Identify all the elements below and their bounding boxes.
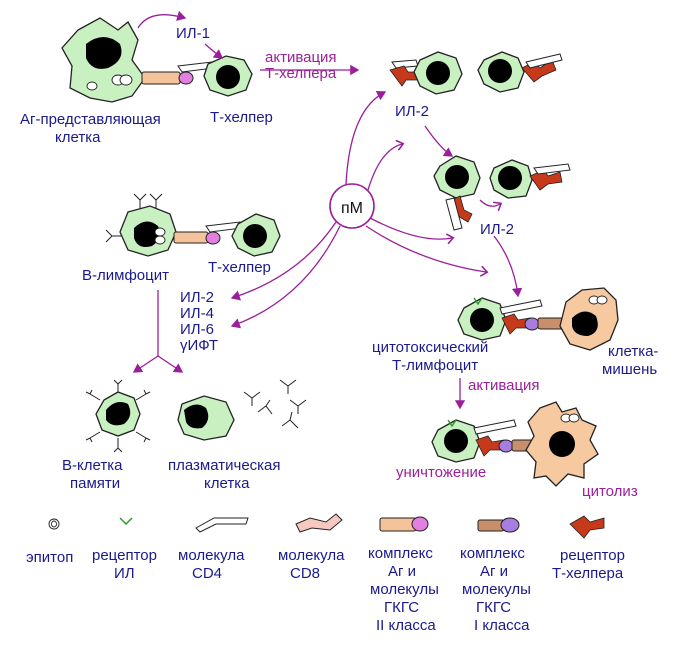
arrow-il2-to-ctl bbox=[493, 235, 523, 298]
activation-ctl-label: активация bbox=[468, 377, 540, 394]
cd4-icon bbox=[195, 517, 249, 533]
apc-label: Аг-представляющая клетка bbox=[20, 111, 165, 146]
epitope-icon bbox=[560, 413, 580, 423]
epitope-icon bbox=[86, 81, 98, 91]
macrophage-label: пМ bbox=[341, 200, 363, 217]
th-receptor-icon bbox=[569, 515, 605, 539]
mhc2-complex-mid bbox=[173, 231, 221, 245]
epitope-icon bbox=[111, 74, 133, 86]
arrow-il1-thelper bbox=[204, 43, 224, 59]
epitope-icon bbox=[154, 227, 166, 245]
target-cell bbox=[559, 287, 619, 351]
b-memory-cell bbox=[85, 379, 151, 453]
arrow-apc-il1 bbox=[137, 10, 187, 29]
b-lymphocyte-label: В-лимфоцит bbox=[82, 267, 169, 284]
t-helper-cell-top bbox=[203, 55, 253, 97]
legend-label: комплекс Аг и молекулы ГКГС I класса bbox=[460, 545, 535, 634]
ctl-cell bbox=[457, 297, 507, 341]
arrow-m-to-cytokines-2 bbox=[230, 225, 341, 329]
macrophage: пМ bbox=[329, 183, 375, 229]
arrow-m-to-cytokines-1 bbox=[230, 221, 337, 301]
il-receptor-icon bbox=[473, 297, 483, 306]
epitope-icon bbox=[48, 518, 60, 530]
b-memory-label: В-клетка памяти bbox=[62, 457, 127, 492]
plasma-cell-label: плазматическая клетка bbox=[168, 457, 285, 492]
il2-top-label: ИЛ-2 bbox=[395, 103, 429, 120]
legend-label: рецептор Т-хелпера bbox=[552, 547, 629, 582]
legend-label: молекула CD8 bbox=[278, 547, 349, 582]
legend-cd8: молекула CD8 bbox=[278, 513, 349, 582]
arrow-il2-to-mid-thelper bbox=[424, 125, 454, 157]
b-lymphocyte-cell bbox=[105, 193, 177, 257]
mhc2-complex-top bbox=[141, 71, 194, 85]
destruction-label: уничтожение bbox=[396, 464, 486, 481]
il1-label: ИЛ-1 bbox=[176, 25, 210, 42]
legend-label: комплекс Аг и молекулы ГКГС II класса bbox=[368, 545, 443, 634]
mhc2-complex-icon bbox=[379, 516, 429, 532]
cytokines-label: ИЛ-2 ИЛ-4 ИЛ-6 γИФТ bbox=[180, 289, 218, 354]
arrow-il2-loop bbox=[479, 199, 500, 206]
t-helper-mid-label: Т-хелпер bbox=[208, 259, 271, 276]
activated-thelper-2 bbox=[477, 51, 563, 93]
activated-thelper-1 bbox=[389, 51, 463, 95]
cytolysis-label: цитолиз bbox=[582, 483, 638, 500]
legend-label: рецептор ИЛ bbox=[92, 547, 161, 582]
free-antibodies bbox=[243, 379, 307, 429]
legend-mhc2-complex: комплекс Аг и молекулы ГКГС II класса bbox=[368, 516, 443, 634]
arrow-to-plasma bbox=[157, 355, 184, 373]
arrow-m-to-mid-th bbox=[369, 217, 452, 239]
lysing-target-cell bbox=[525, 401, 599, 487]
cd8-icon bbox=[295, 513, 343, 533]
ctl-cell-bottom bbox=[431, 419, 481, 463]
target-cell-label: клетка- мишень bbox=[602, 343, 663, 378]
t-helper-cell-mid bbox=[231, 213, 281, 257]
legend-th-receptor: рецептор Т-хелпера bbox=[552, 515, 629, 582]
arrow-m-to-ctl bbox=[365, 225, 486, 272]
legend-label: эпитоп bbox=[26, 549, 73, 566]
il2-mid-label: ИЛ-2 bbox=[480, 221, 514, 238]
plasma-cell bbox=[177, 395, 235, 441]
epitope-icon bbox=[588, 295, 608, 305]
arrow-m-to-il2-top bbox=[367, 144, 402, 191]
legend-label: молекула CD4 bbox=[178, 547, 249, 582]
legend-mhc1-complex: комплекс Аг и молекулы ГКГС I класса bbox=[460, 517, 535, 634]
il-receptor-icon bbox=[119, 517, 133, 526]
legend-il-receptor: рецептор ИЛ bbox=[92, 517, 161, 582]
il-receptor-icon bbox=[447, 419, 457, 428]
ctl-target-synapse bbox=[499, 299, 565, 335]
mhc1-complex-icon bbox=[477, 517, 520, 533]
t-helper-top-label: Т-хелпер bbox=[210, 109, 273, 126]
legend: эпитоп рецептор ИЛ молекула CD4 молекула… bbox=[26, 513, 629, 634]
cytotoxic-label: цитотоксический Т-лимфоцит bbox=[372, 339, 493, 374]
legend-cd4: молекула CD4 bbox=[178, 517, 249, 582]
mid-thelper-2 bbox=[489, 159, 571, 199]
antibody-receptor-icon bbox=[85, 379, 151, 453]
arrow-to-memory bbox=[132, 355, 159, 373]
mid-thelper-1 bbox=[433, 155, 481, 231]
legend-epitope: эпитоп bbox=[26, 518, 73, 566]
activation-th-label: активация Т-хелпера bbox=[265, 49, 341, 82]
arrow-m-to-activated-th bbox=[345, 90, 387, 185]
apc-cell bbox=[61, 17, 146, 103]
